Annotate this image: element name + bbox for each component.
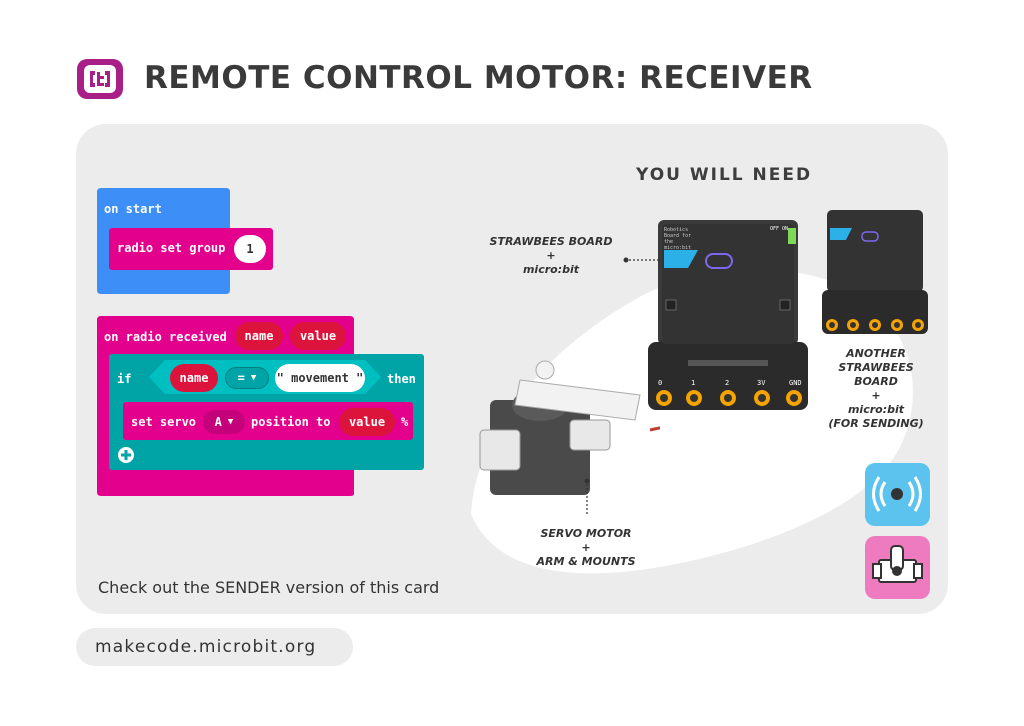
radio-set-group-label: radio set group (117, 241, 226, 255)
strawbees-caption: STRAWBEES BOARD + micro:bit (489, 235, 613, 276)
radio-waves-icon (872, 476, 922, 512)
plus-circle-icon[interactable] (117, 446, 135, 464)
sender-version-note: Check out the SENDER version of this car… (98, 578, 440, 597)
chevron-down-icon: ▼ (227, 417, 234, 427)
board-small-text: Robotics Board for the micro:bit (664, 227, 692, 251)
servo-caption-pointer (584, 478, 590, 516)
operator-label: = (237, 371, 245, 385)
operator-dropdown[interactable]: = ▼ (225, 367, 269, 389)
servo-caption: SERVO MOTOR + ARM & MOUNTS (536, 527, 636, 568)
compare-var-pill[interactable]: name (170, 364, 218, 392)
param-name-pill[interactable]: name (235, 322, 283, 350)
servo-id-label: A (214, 415, 222, 429)
if-label: if (117, 372, 132, 386)
makecode-logo-icon (77, 59, 123, 99)
strawbees-board-image (648, 220, 808, 410)
url-pill (76, 628, 353, 666)
page-title: REMOTE CONTROL MOTOR: RECEIVER (144, 60, 813, 96)
percent-unit-label: % (401, 415, 409, 429)
group-value-input[interactable]: 1 (234, 235, 266, 263)
on-start-label: on start (104, 202, 162, 216)
servo-icon-tile (865, 536, 930, 599)
chevron-down-icon: ▼ (250, 373, 257, 383)
string-value-input[interactable]: " movement " (275, 364, 365, 392)
servo-motor-image (479, 360, 660, 495)
param-value-pill[interactable]: value (290, 322, 346, 350)
position-value-pill[interactable]: value (339, 408, 395, 436)
makecode-url-link[interactable]: makecode.microbit.org (95, 637, 317, 657)
then-label: then (387, 372, 416, 386)
caption-pointer (623, 257, 660, 263)
second-strawbees-board-image (822, 210, 928, 334)
board-switch-text: OFF ON (770, 226, 789, 232)
servo-id-dropdown[interactable]: A ▼ (203, 410, 245, 434)
set-servo-label: set servo (131, 415, 197, 429)
you-will-need-heading: YOU WILL NEED (636, 165, 813, 185)
another-board-caption: ANOTHER STRAWBEES BOARD + micro:bit (FOR… (828, 347, 924, 430)
position-to-label: position to (251, 415, 331, 429)
radio-icon-tile (865, 463, 930, 526)
servo-icon (872, 545, 923, 583)
on-radio-label: on radio received (104, 330, 227, 344)
